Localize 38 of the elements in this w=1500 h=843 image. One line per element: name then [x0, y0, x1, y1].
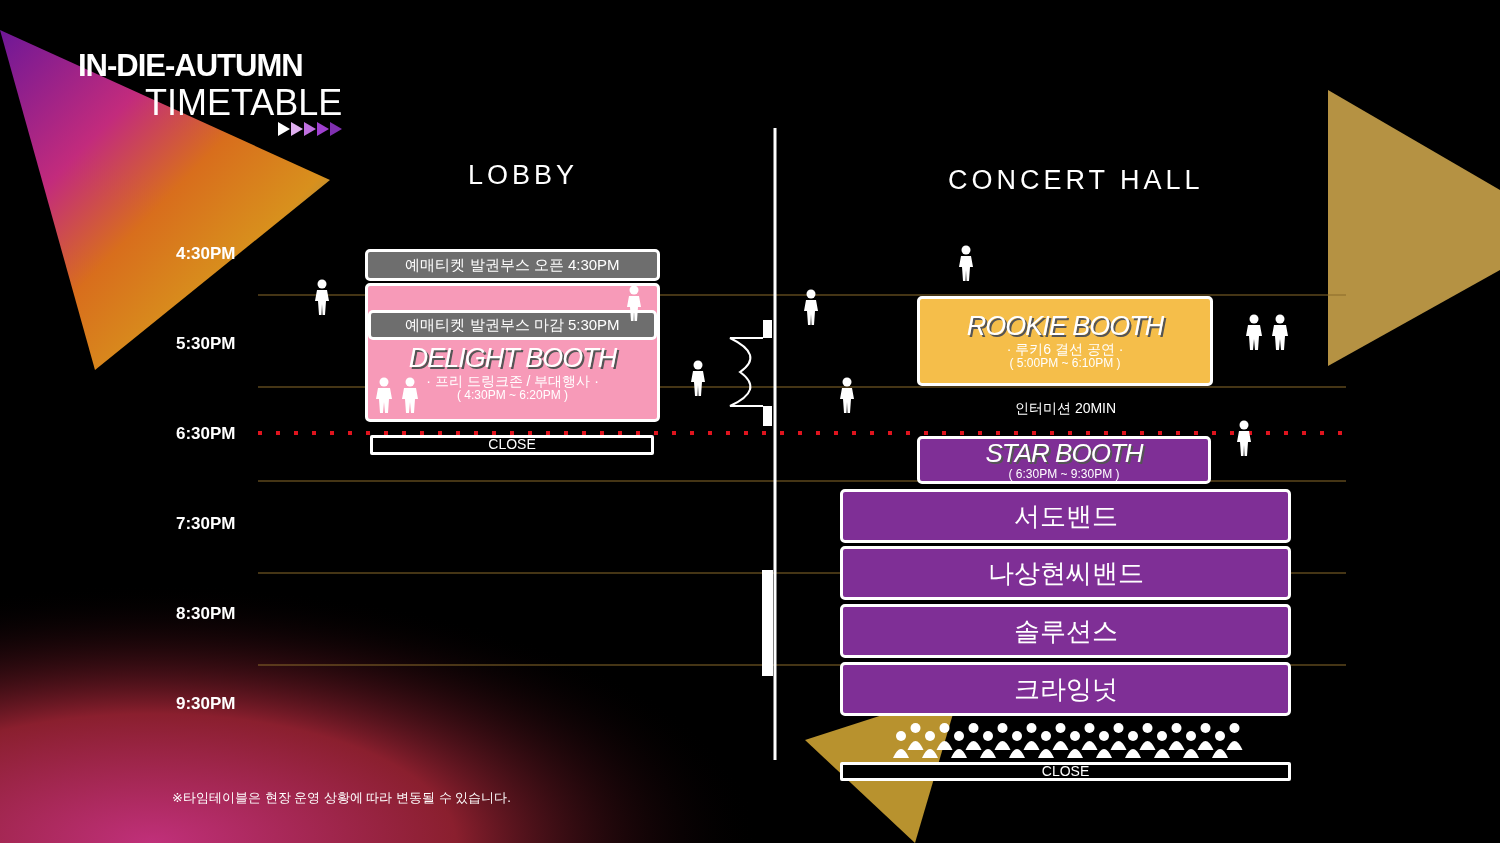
close-bar — [840, 762, 1291, 781]
notice-text: 예매티켓 발권부스 마감 5:30PM — [405, 316, 620, 334]
time-label: 4:30PM — [176, 244, 236, 264]
booth-box — [917, 436, 1211, 484]
booth-description: · 루키6 결선 공연 · — [1006, 341, 1124, 357]
time-label: 7:30PM — [176, 514, 236, 534]
band-name: 나상현씨밴드 — [987, 558, 1144, 588]
venue-heading: LOBBY — [468, 160, 579, 191]
notice-bar — [368, 310, 657, 340]
booth-title: ROOKIE BOOTH — [966, 311, 1164, 342]
booth-title: STAR BOOTH — [985, 439, 1143, 468]
band-slot — [840, 546, 1291, 600]
band-name: 서도밴드 — [1013, 501, 1118, 531]
notice-bar — [365, 249, 660, 281]
band-name: 크라잉넛 — [1013, 674, 1118, 704]
band-slot — [840, 604, 1291, 658]
time-label: 6:30PM — [176, 424, 236, 444]
time-label: 8:30PM — [176, 604, 236, 624]
time-label: 9:30PM — [176, 694, 236, 714]
band-slot — [840, 489, 1291, 543]
band-slot — [840, 662, 1291, 716]
time-range: ( 6:30PM ~ 9:30PM ) — [1008, 467, 1120, 481]
notice-text: 예매티켓 발권부스 오픈 4:30PM — [405, 256, 620, 274]
close-label: CLOSE — [488, 437, 536, 453]
booth-box — [365, 283, 660, 422]
time-label: 5:30PM — [176, 334, 236, 354]
time-range: ( 4:30PM ~ 6:20PM ) — [456, 389, 568, 403]
booth-box — [917, 296, 1213, 386]
footnote: ※타임테이블은 현장 운영 상황에 따라 변동될 수 있습니다. — [172, 789, 511, 807]
booth-description: · 프리 드링크존 / 부대행사 · — [426, 373, 599, 390]
band-name: 솔루션스 — [1013, 616, 1118, 646]
event-title: IN-DIE-AUTUMN — [78, 48, 303, 84]
venue-heading: CONCERT HALL — [948, 165, 1204, 196]
intermission-note: 인터미션 20MIN — [1015, 400, 1117, 418]
booth-title: DELIGHT BOOTH — [408, 344, 617, 374]
time-range: ( 5:00PM ~ 6:10PM ) — [1009, 356, 1121, 371]
close-bar — [370, 435, 654, 455]
close-label: CLOSE — [1041, 763, 1090, 780]
